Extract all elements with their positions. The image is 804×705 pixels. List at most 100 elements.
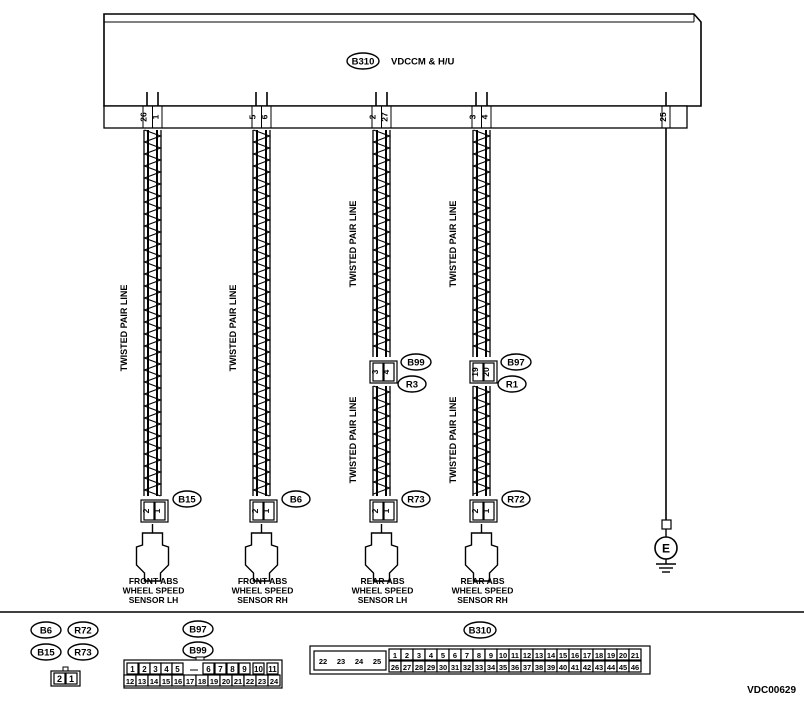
sensor-connector-1-pin-1: 2 — [250, 508, 260, 513]
legend-g2-r2-pin-2: 14 — [150, 677, 159, 686]
legend-g3-r1-pin-7: 8 — [477, 651, 481, 660]
sensor-name-0-2: SENSOR LH — [129, 595, 179, 605]
sensor-name-2-2: SENSOR LH — [358, 595, 408, 605]
legend-g3-left-pin-2: 24 — [355, 657, 364, 666]
circuit-3-upper — [471, 129, 492, 357]
legend-g2-r1-cell-10 — [252, 662, 265, 675]
legend-g2-r1-pin-0: 1 — [130, 665, 135, 674]
sensor-name-2-0: REAR ABS — [360, 576, 404, 586]
sensor-name-2-1: WHEEL SPEED — [352, 586, 414, 596]
legend-g3-r1-pin-11: 12 — [523, 651, 531, 660]
terminal-strip — [103, 105, 688, 129]
twisted-label-0: TWISTED PAIR LINE — [119, 285, 129, 372]
sensor-connector-id-0-outline — [172, 490, 202, 508]
legend-g3-r1-pin-9: 10 — [499, 651, 507, 660]
sensor-connector-3-pin-1: 2 — [470, 508, 480, 513]
mid-id-upper-2-outline — [400, 353, 432, 371]
legend-g3-r2-pin-13: 39 — [547, 663, 555, 672]
legend-g2-r1-cell-9 — [238, 662, 251, 675]
mid-connector-2-pin-2: 4 — [381, 369, 391, 374]
legend-id-b15: B15 — [37, 648, 55, 659]
top-pin-1-2: 6 — [260, 114, 270, 119]
sensor-connector-id-1: B6 — [290, 495, 302, 506]
ground-pin: 25 — [658, 112, 668, 122]
mid-id-upper-2: B99 — [407, 358, 424, 369]
top-pin-0-2: 1 — [151, 114, 161, 119]
mid-id-lower-3-outline — [497, 375, 527, 393]
legend-g2-r2-pin-7: 19 — [210, 677, 218, 686]
mid-connector-2-cell-1 — [372, 362, 384, 382]
legend-g3-r2-pin-6: 32 — [463, 663, 471, 672]
legend-g3-r1-pin-12: 13 — [535, 651, 543, 660]
sensor-connector-id-1-outline — [281, 490, 311, 508]
legend-id-b6-outline — [30, 621, 62, 639]
twisted-label-3: TWISTED PAIR LINE — [448, 201, 458, 288]
sensor-connector-2-cell-1 — [372, 501, 384, 521]
sensor-name-0-0: FRONT ABS — [129, 576, 179, 586]
circuit-2-upper — [371, 129, 392, 357]
legend-g2-r2-pin-8: 20 — [222, 677, 230, 686]
legend-g2-r1-cell-0 — [126, 662, 139, 675]
ecu-name: VDCCM & H/U — [391, 57, 454, 68]
legend-g2-r2-pin-4: 16 — [174, 677, 182, 686]
legend-g1-cell-2 — [65, 672, 78, 685]
circuit-3-lower — [471, 385, 492, 496]
legend-g3-r2-pin-16: 42 — [583, 663, 591, 672]
legend-g3-left-pin-0: 22 — [319, 657, 327, 666]
legend-g2-r1-pin-11: 11 — [268, 665, 277, 674]
legend-id-b310: B310 — [469, 626, 492, 637]
twist-circuit-2-upper — [371, 129, 392, 353]
legend-g3-r2-pin-20: 46 — [631, 663, 639, 672]
legend-g3-r1-pin-5: 6 — [453, 651, 457, 660]
legend-g3-r2-pin-5: 31 — [451, 663, 459, 672]
legend-g3-r2-pin-4: 30 — [439, 663, 447, 672]
sensor-name-3-0: REAR ABS — [460, 576, 504, 586]
wheel-speed-sensor-3 — [464, 532, 499, 582]
legend-g2-r2-pin-6: 18 — [198, 677, 206, 686]
legend-g2-r2-pin-9: 21 — [234, 677, 242, 686]
legend-g3-r1-pin-8: 9 — [489, 651, 493, 660]
mid-connector-2-cell-2 — [383, 362, 395, 382]
legend-g2-r1-cell-6 — [202, 662, 215, 675]
mid-connector-3-cell-1 — [472, 362, 484, 382]
sensor-connector-id-3: R72 — [507, 495, 524, 506]
mid-id-lower-2-outline — [397, 375, 427, 393]
legend-g3-r1-pin-19: 20 — [619, 651, 627, 660]
legend-g3-r1-pin-4: 5 — [441, 651, 445, 660]
legend-g2-r1-cell-11 — [266, 662, 279, 675]
legend-g2-r1-pin-8: 8 — [230, 665, 235, 674]
legend-g2-r1-pin-4: 5 — [175, 665, 180, 674]
ground-symbol: E — [662, 542, 670, 556]
circuit-2-lower — [371, 385, 392, 496]
legend-id-b99: B99 — [189, 646, 206, 657]
legend-g2-r2-cell-12 — [267, 674, 281, 687]
sensor-name-3-2: SENSOR RH — [457, 595, 508, 605]
legend-g2-r2-pin-12: 24 — [270, 677, 279, 686]
legend-g3-left-pin-3: 25 — [373, 657, 381, 666]
twist-circuit-2-lower — [371, 385, 392, 495]
sensor-connector-id-0: B15 — [178, 495, 196, 506]
mid-id-upper-3-outline — [500, 353, 532, 371]
legend-g3-r2-pin-8: 34 — [487, 663, 496, 672]
legend-g3-r1-pin-10: 11 — [511, 651, 519, 660]
legend-g3-r1-pin-18: 19 — [607, 651, 615, 660]
twist-circuit-3-lower — [471, 385, 492, 495]
legend-g1-pin-1: 2 — [57, 674, 62, 684]
top-pin-2-1: 2 — [368, 114, 378, 119]
legend-g3-r1-cell-20 — [628, 648, 642, 661]
top-pin-0-1: 26 — [139, 112, 149, 122]
legend-id-b15-outline — [30, 643, 62, 661]
legend-g3-r2-pin-10: 36 — [511, 663, 519, 672]
legend-g2-r2-pin-3: 15 — [162, 677, 170, 686]
ecu-connector-id: B310 — [352, 57, 375, 68]
twisted-label-2: TWISTED PAIR LINE — [348, 201, 358, 288]
legend-g3-r1-pin-1: 2 — [405, 651, 409, 660]
legend-g3-r2-pin-15: 41 — [571, 663, 579, 672]
legend-g2-r2-pin-1: 13 — [138, 677, 146, 686]
legend-g2-r1-pin-10: 10 — [254, 665, 263, 674]
sensor-connector-2-pin-2: 1 — [381, 508, 391, 513]
sensor-name-1-1: WHEEL SPEED — [232, 586, 294, 596]
legend-g3-r1-pin-0: 1 — [393, 651, 397, 660]
legend-id-b97-outline — [182, 620, 214, 638]
